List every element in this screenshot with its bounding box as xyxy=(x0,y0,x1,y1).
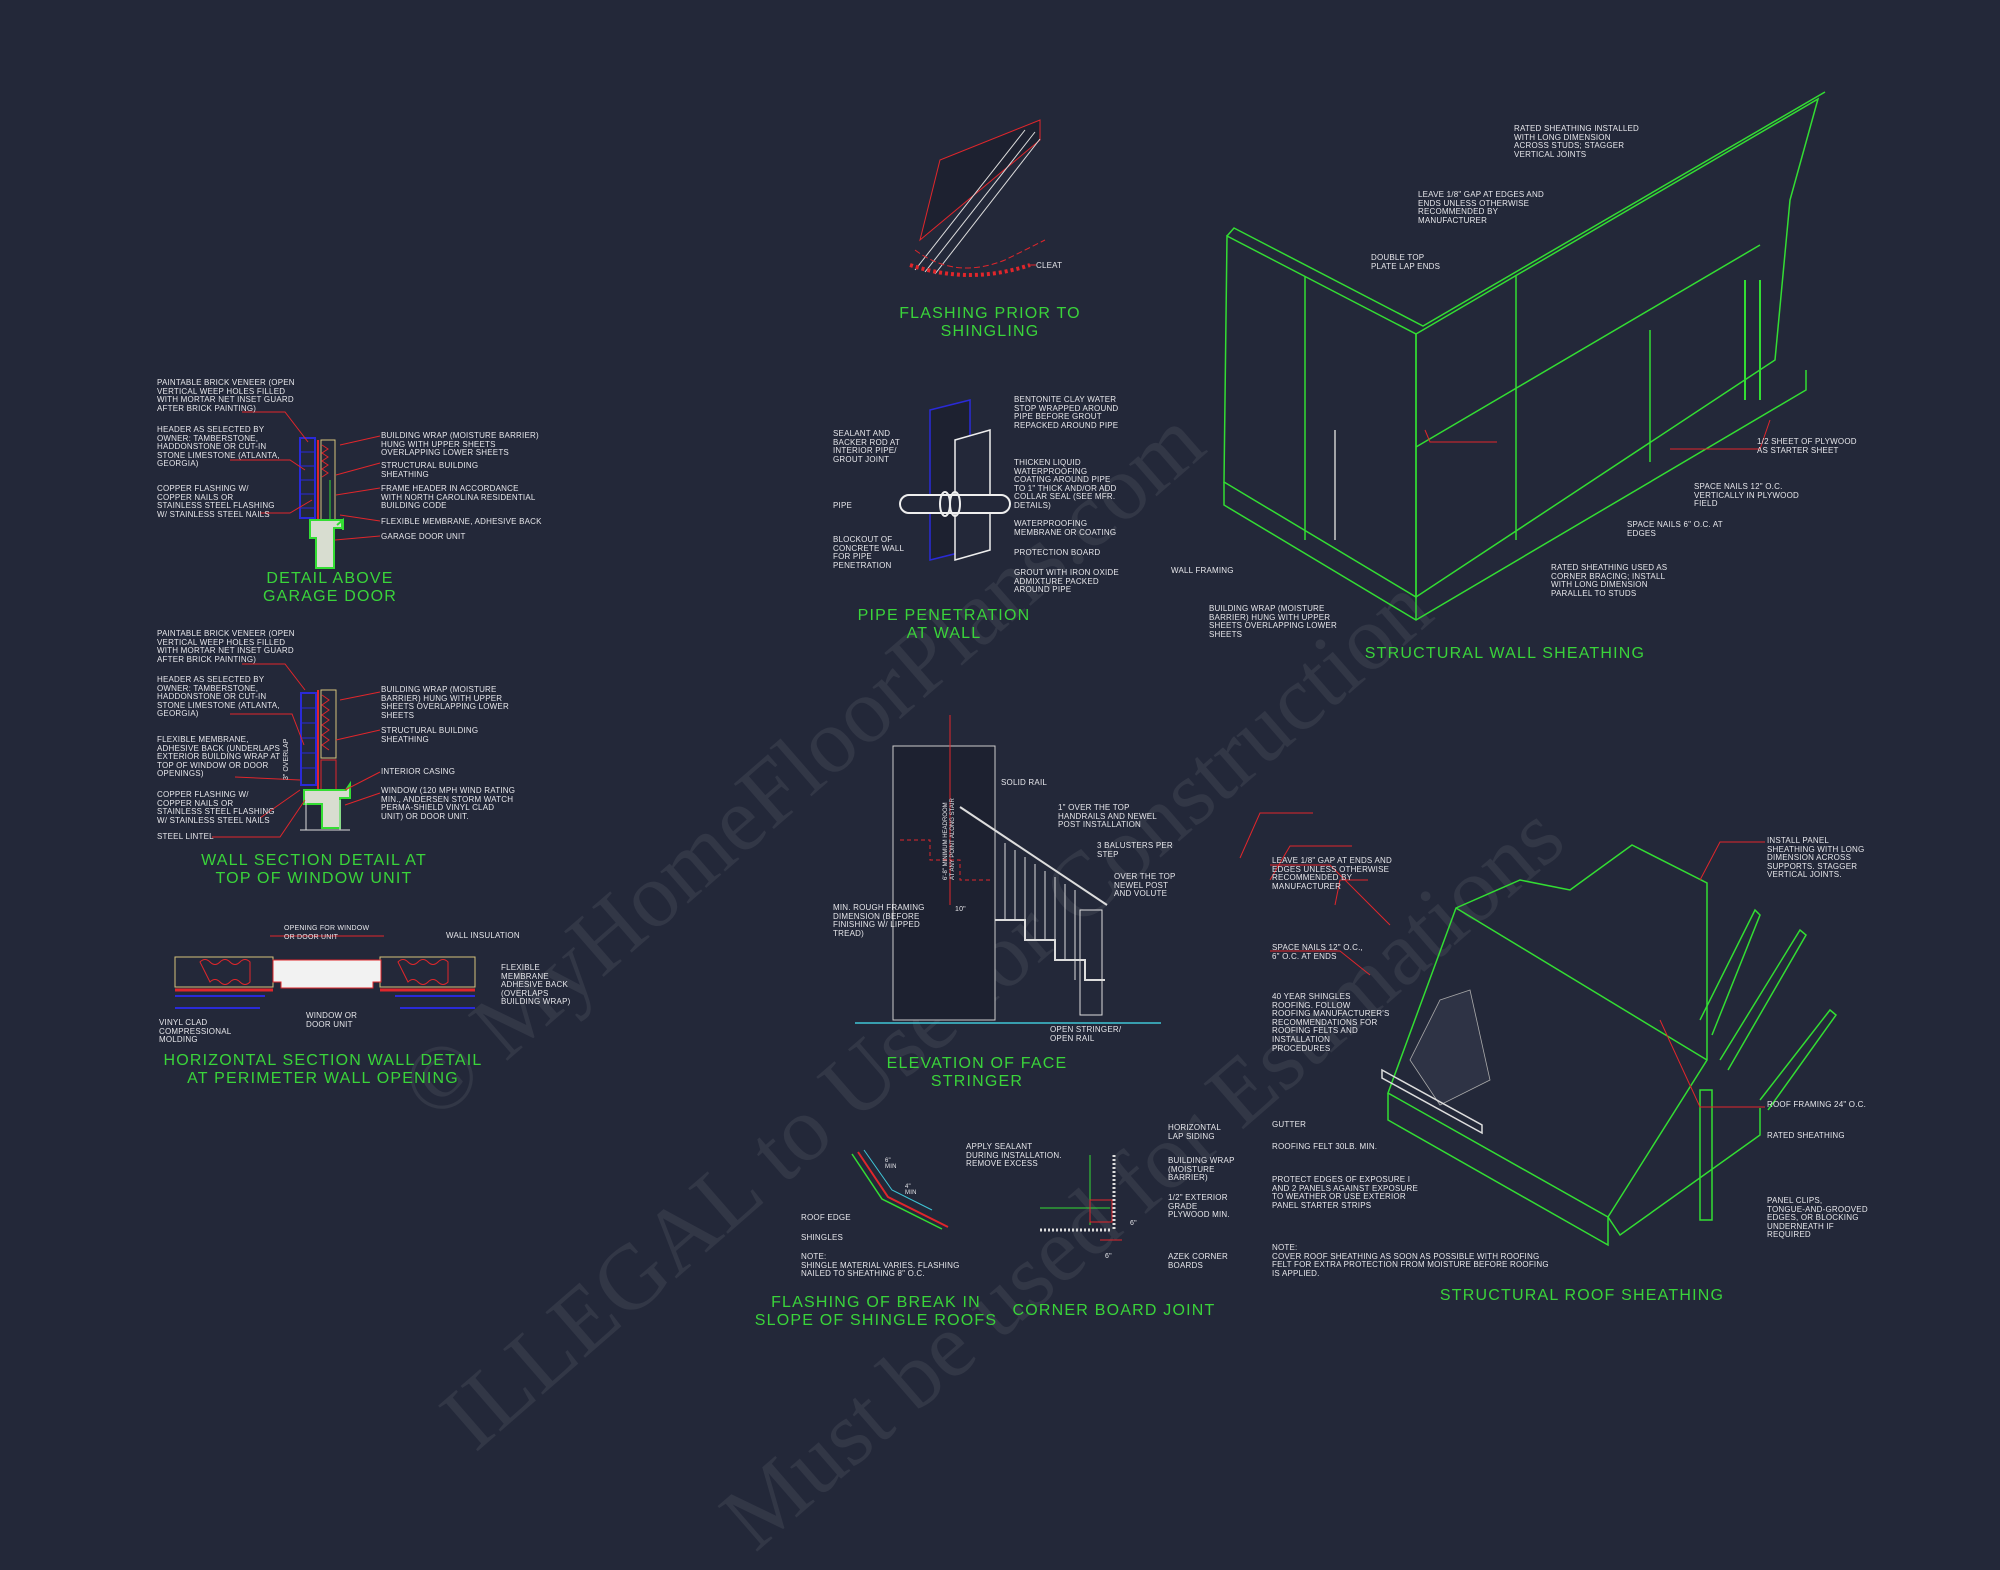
label-structural-sheathing: STRUCTURAL BUILDING SHEATHING xyxy=(381,726,479,744)
cad-linework xyxy=(174,91,1838,1247)
label-building-wrap: BUILDING WRAP (MOISTURE BARRIER) HUNG WI… xyxy=(381,685,509,720)
title-wall-sheathing: STRUCTURAL WALL SHEATHING xyxy=(1364,645,1646,662)
label-building-wrap: BUILDING WRAP (MOISTURE BARRIER) HUNG WI… xyxy=(1209,604,1337,639)
label-overlap-dimension: 3" OVERLAP xyxy=(283,738,290,780)
label-interior-casing: INTERIOR CASING xyxy=(381,767,456,776)
label-panel-clips: PANEL CLIPS, TONGUE-AND-GROOVED EDGES, O… xyxy=(1767,1196,1868,1240)
label-starter-sheet: 1/2 SHEET OF PLYWOOD AS STARTER SHEET xyxy=(1757,437,1857,455)
label-flexible-membrane: FLEXIBLE MEMBRANE, ADHESIVE BACK xyxy=(381,517,542,526)
roof-sheathing-drawing xyxy=(1381,844,1838,1247)
label-vinyl-molding: VINYL CLAD COMPRESSIONAL MOLDING xyxy=(159,1018,232,1045)
label-opening: OPENING FOR WINDOW OR DOOR UNIT xyxy=(284,925,370,941)
stair-drawing xyxy=(855,715,1161,1024)
label-solid-rail: SOLID RAIL xyxy=(1001,778,1048,787)
label-wall-framing: WALL FRAMING xyxy=(1171,566,1234,575)
label-thicken-waterproofing: THICKEN LIQUID WATERPROOFING COATING ARO… xyxy=(1014,458,1117,510)
label-bentonite: BENTONITE CLAY WATER STOP WRAPPED AROUND… xyxy=(1014,395,1119,430)
label-flexible-membrane: FLEXIBLE MEMBRANE, ADHESIVE BACK (UNDERL… xyxy=(157,735,281,779)
label-structural-sheathing: STRUCTURAL BUILDING SHEATHING xyxy=(381,461,479,479)
label-sealant: SEALANT AND BACKER ROD AT INTERIOR PIPE/… xyxy=(833,429,900,464)
label-rated-sheathing: RATED SHEATHING INSTALLED WITH LONG DIME… xyxy=(1514,124,1640,159)
label-balusters: 3 BALUSTERS PER STEP xyxy=(1097,841,1173,859)
label-building-wrap: BUILDING WRAP (MOISTURE BARRIER) HUNG WI… xyxy=(381,431,539,458)
label-copper-flashing: COPPER FLASHING W/ COPPER NAILS OR STAIN… xyxy=(157,484,275,519)
label-lap-siding: HORIZONTAL LAP SIDING xyxy=(1168,1123,1221,1141)
label-header: HEADER AS SELECTED BY OWNER: TAMBERSTONE… xyxy=(157,425,280,469)
title-flashing-prior: FLASHING PRIOR TO SHINGLING xyxy=(899,305,1081,340)
label-protection-board: PROTECTION BOARD xyxy=(1014,548,1101,557)
label-cleat: CLEAT xyxy=(1036,261,1063,270)
label-shingles: SHINGLES xyxy=(801,1233,844,1242)
label-garage-door-unit: GARAGE DOOR UNIT xyxy=(381,532,466,541)
label-roofing-felt: ROOFING FELT 30LB. MIN. xyxy=(1272,1142,1378,1151)
label-open-stringer: OPEN STRINGER/ OPEN RAIL xyxy=(1050,1025,1122,1043)
label-dimension-6-horizontal: 6" xyxy=(1105,1253,1112,1260)
label-corner-bracing: RATED SHEATHING USED AS CORNER BRACING; … xyxy=(1551,563,1668,598)
label-newel-post: OVER THE TOP NEWEL POST AND VOLUTE xyxy=(1114,872,1176,899)
label-rough-framing: MIN. ROUGH FRAMING DIMENSION (BEFORE FIN… xyxy=(833,903,925,938)
label-nails-6: SPACE NAILS 6" O.C. AT EDGES xyxy=(1627,520,1723,538)
label-header: HEADER AS SELECTED BY OWNER: TAMBERSTONE… xyxy=(157,675,280,719)
label-install-panel: INSTALL PANEL SHEATHING WITH LONG DIMENS… xyxy=(1767,836,1865,880)
label-building-wrap: BUILDING WRAP (MOISTURE BARRIER) xyxy=(1168,1156,1235,1183)
label-dimension-6-vertical: 6" xyxy=(1130,1220,1137,1227)
leader-lines xyxy=(212,411,1771,1108)
label-brick-veneer: PAINTABLE BRICK VENEER (OPEN VERTICAL WE… xyxy=(157,629,295,664)
title-garage-door: DETAIL ABOVE GARAGE DOOR xyxy=(262,570,398,605)
label-note: NOTE: SHINGLE MATERIAL VARIES. FLASHING … xyxy=(801,1252,960,1279)
flashing-prior-drawing xyxy=(909,119,1046,277)
label-brick-veneer: PAINTABLE BRICK VENEER (OPEN VERTICAL WE… xyxy=(157,378,295,413)
window-detail-drawing xyxy=(300,689,351,831)
label-azek: AZEK CORNER BOARDS xyxy=(1168,1252,1228,1270)
label-window-door-unit: WINDOW OR DOOR UNIT xyxy=(306,1011,358,1029)
label-steel-lintel: STEEL LINTEL xyxy=(157,832,214,841)
label-dimension-6-min: 6" MIN xyxy=(885,1158,897,1170)
shingle-break-drawing xyxy=(851,1149,949,1230)
label-window-unit: WINDOW (120 MPH WIND RATING MIN., ANDERS… xyxy=(381,786,516,821)
title-roof-sheathing: STRUCTURAL ROOF SHEATHING xyxy=(1439,1287,1725,1304)
label-note: NOTE: COVER ROOF SHEATHING AS SOON AS PO… xyxy=(1272,1243,1549,1278)
label-gutter: GUTTER xyxy=(1272,1120,1307,1129)
label-double-top-plate: DOUBLE TOP PLATE LAP ENDS xyxy=(1371,253,1441,271)
label-copper-flashing: COPPER FLASHING W/ COPPER NAILS OR STAIN… xyxy=(157,790,275,825)
label-apply-sealant: APPLY SEALANT DURING INSTALLATION. REMOV… xyxy=(966,1142,1062,1169)
label-headroom: 6'-8" MINIMUM HEADROOM AT ANY POINT ALON… xyxy=(943,798,956,880)
label-handrails: 1" OVER THE TOP HANDRAILS AND NEWEL POST… xyxy=(1058,803,1157,830)
label-shingles: 40 YEAR SHINGLES ROOFING. FOLLOW ROOFING… xyxy=(1272,992,1390,1053)
label-grout: GROUT WITH IRON OXIDE ADMIXTURE PACKED A… xyxy=(1014,568,1119,595)
title-stair-stringer: ELEVATION OF FACE STRINGER xyxy=(886,1055,1068,1090)
title-shingle-break: FLASHING OF BREAK IN SLOPE OF SHINGLE RO… xyxy=(754,1294,998,1329)
label-gap: LEAVE 1/8" GAP AT EDGES AND ENDS UNLESS … xyxy=(1418,190,1544,225)
label-frame-header: FRAME HEADER IN ACCORDANCE WITH NORTH CA… xyxy=(381,484,536,511)
label-dimension-10: 10" xyxy=(955,906,966,913)
label-roof-framing: ROOF FRAMING 24" O.C. xyxy=(1767,1100,1867,1109)
label-roof-edge: ROOF EDGE xyxy=(801,1213,851,1222)
corner-board-drawing xyxy=(1040,1155,1122,1241)
label-gap: LEAVE 1/8" GAP AT ENDS AND EDGES UNLESS … xyxy=(1272,856,1392,891)
label-pipe: PIPE xyxy=(833,501,853,510)
label-protect-edges: PROTECT EDGES OF EXPOSURE I AND 2 PANELS… xyxy=(1272,1175,1418,1210)
title-window-detail: WALL SECTION DETAIL AT TOP OF WINDOW UNI… xyxy=(201,852,427,887)
title-horizontal-section: HORIZONTAL SECTION WALL DETAIL AT PERIME… xyxy=(163,1052,483,1087)
label-flexible-membrane: FLEXIBLE MEMBRANE ADHESIVE BACK (OVERLAP… xyxy=(501,963,571,1007)
label-dimension-4-min: 4" MIN xyxy=(905,1184,917,1196)
label-blockout: BLOCKOUT OF CONCRETE WALL FOR PIPE PENET… xyxy=(833,535,905,570)
label-wall-insulation: WALL INSULATION xyxy=(446,931,520,940)
pipe-penetration-drawing xyxy=(899,399,1011,561)
horizontal-section-drawing xyxy=(174,935,476,1009)
label-waterproofing-membrane: WATERPROOFING MEMBRANE OR COATING xyxy=(1014,519,1117,537)
label-nails: SPACE NAILS 12" O.C., 6" O.C. AT ENDS xyxy=(1272,943,1363,961)
label-plywood: 1/2" EXTERIOR GRADE PLYWOOD MIN. xyxy=(1168,1193,1230,1220)
title-corner-board: CORNER BOARD JOINT xyxy=(1012,1302,1216,1319)
garage-detail-drawing xyxy=(299,437,344,569)
wall-sheathing-drawing xyxy=(1223,91,1826,621)
title-pipe-penetration: PIPE PENETRATION AT WALL xyxy=(857,607,1031,642)
label-rated-sheathing: RATED SHEATHING xyxy=(1767,1131,1845,1140)
label-nails-12: SPACE NAILS 12" O.C. VERTICALLY IN PLYWO… xyxy=(1694,482,1799,509)
